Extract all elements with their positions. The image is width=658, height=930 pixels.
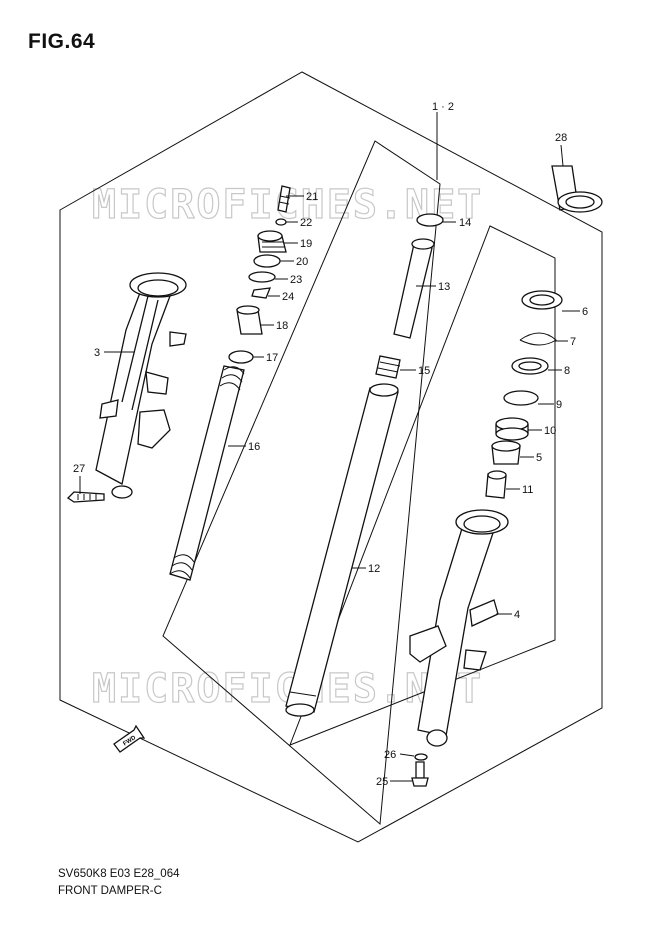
- part-27-bolt: [66, 491, 105, 503]
- callout-20: 20: [296, 256, 308, 268]
- callout-26: 26: [384, 749, 396, 761]
- callout-16: 16: [248, 441, 260, 453]
- callout-3: 3: [94, 347, 100, 359]
- part-20-oring: [253, 254, 281, 268]
- callout-24: 24: [282, 291, 294, 303]
- part-12-inner-tube: [285, 383, 399, 717]
- assembly-outline: [59, 71, 603, 843]
- part-13-damper-rod: [393, 238, 435, 339]
- callout-19: 19: [300, 238, 312, 250]
- callout-8: 8: [564, 365, 570, 377]
- part-25-bolt: [411, 761, 429, 787]
- part-23-washer: [248, 271, 276, 283]
- part-17-ring: [228, 350, 254, 364]
- callout-1-2: 1 · 2: [432, 101, 454, 113]
- callout-labels: 1 · 2 28 3 21 22 19 20 23 24 18 17 16 27…: [73, 101, 588, 788]
- callout-22: 22: [300, 217, 312, 229]
- part-10-bush: [495, 417, 529, 441]
- part-14-ring: [416, 213, 444, 227]
- callout-7: 7: [570, 336, 576, 348]
- callout-5: 5: [536, 452, 542, 464]
- callout-9: 9: [556, 399, 562, 411]
- leader-lines: [79, 112, 580, 782]
- model-code: SV650K8 E03 E28_064: [58, 868, 180, 880]
- callout-14: 14: [459, 217, 471, 229]
- callout-10: 10: [544, 425, 556, 437]
- part-19-cap-bolt: [257, 230, 287, 253]
- part-18-spacer: [236, 305, 263, 335]
- damper-kit-frame: [289, 225, 556, 746]
- callout-13: 13: [438, 281, 450, 293]
- callout-17: 17: [266, 352, 278, 364]
- part-6-dust-seal: [521, 290, 563, 310]
- figure-name: FRONT DAMPER-C: [58, 885, 162, 897]
- inner-kit-frame: [162, 140, 441, 826]
- part-22-washer: [275, 218, 287, 226]
- part-9-washer: [503, 390, 539, 406]
- callout-12: 12: [368, 563, 380, 575]
- part-28-guard: [551, 165, 603, 213]
- part-26-washer: [414, 753, 428, 761]
- callout-18: 18: [276, 320, 288, 332]
- part-7-stopper-ring: [519, 332, 557, 346]
- part-16-spring: [169, 365, 245, 581]
- callout-15: 15: [418, 365, 430, 377]
- part-5-bush: [491, 440, 521, 465]
- part-11-oil-lock: [485, 470, 507, 499]
- figure-footer: SV650K8 E03 E28_064 FRONT DAMPER-C: [58, 866, 180, 900]
- part-24-clip: [251, 287, 272, 299]
- callout-27: 27: [73, 463, 85, 475]
- figure-title: FIG.64: [28, 30, 96, 53]
- part-15-spring: [375, 355, 401, 379]
- callout-11: 11: [522, 484, 533, 496]
- callout-28: 28: [555, 132, 567, 144]
- part-21-adjuster-rod: [277, 185, 291, 213]
- callout-25: 25: [376, 776, 388, 788]
- fwd-direction-arrow: FWD: [113, 724, 146, 753]
- outer-tube-right: [409, 509, 509, 747]
- callout-4: 4: [514, 609, 520, 621]
- outer-tube-left: [95, 272, 187, 499]
- callout-6: 6: [582, 306, 588, 318]
- part-8-oil-seal: [511, 357, 549, 375]
- callout-23: 23: [290, 274, 302, 286]
- callout-21: 21: [306, 191, 318, 203]
